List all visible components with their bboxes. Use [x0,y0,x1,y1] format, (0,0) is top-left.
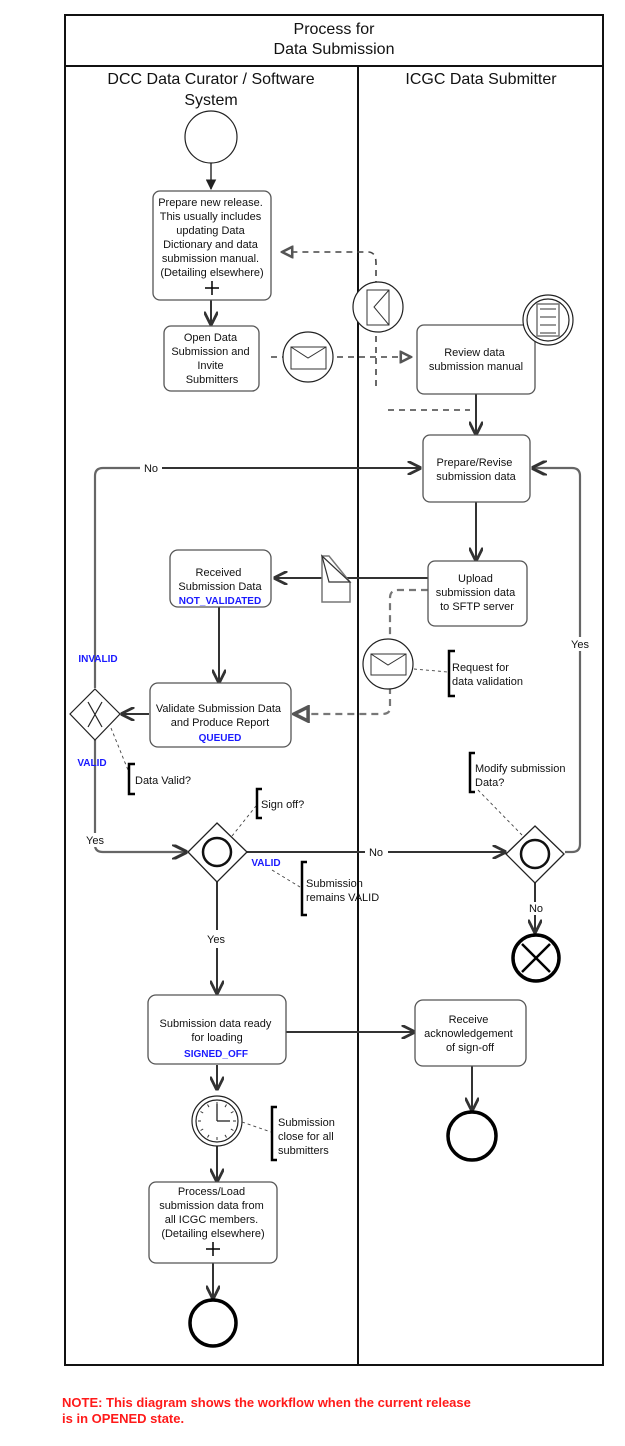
terminate-end-event [511,933,561,983]
label-valid-signoff: VALID [251,858,280,869]
pool-title-line2: Data Submission [274,41,395,58]
lane-submitter-label: ICGC Data Submitter [405,71,557,88]
end-event-dcc [188,1298,238,1348]
annotation-submission-close-text: Submission close for all submitters [278,1117,338,1157]
annotation-submission-close: Submission close for all submitters [241,1105,338,1162]
task-receive-ack[interactable]: Receive acknowledgement of sign-off [414,999,527,1067]
document-event [522,294,574,346]
clock-tick [230,1111,234,1114]
label-no-mid: No [369,847,383,859]
task-review-manual-label: Review data submission manual [429,347,523,373]
status-queued: QUEUED [199,733,242,744]
status-not-validated: NOT_VALIDATED [179,596,261,607]
data-object [320,554,352,603]
msgflow-upload-request-b [294,687,392,714]
flow-valid-to-signoff [93,740,186,852]
task-process-load-label: Process/Load submission data from all IC… [159,1186,267,1240]
task-prepare-release-label: Prepare new release. This usually includ… [158,197,266,279]
message-throw-event [352,281,404,333]
clock-tick [224,1104,227,1108]
document-list-icon [536,303,560,337]
clock-tick [224,1134,227,1138]
task-validate-label: Validate Submission Data and Produce Rep… [156,703,284,729]
label-no-top: No [144,463,158,475]
clock-tick [207,1134,210,1138]
label-no-down: No [529,903,543,915]
annotation-modify-data: Modify submission Data? [468,751,569,836]
label-bg [83,833,107,847]
annotation-request-validation-text: Request for data validation [452,662,523,688]
task-open-submission-label: Open Data Submission and Invite Submitte… [171,332,252,386]
task-received[interactable]: Received Submission Data NOT_VALIDATED [169,549,272,608]
task-prepare-revise[interactable]: Prepare/Revise submission data [422,434,531,503]
envelope-icon [370,653,407,676]
lane-dcc-label-line2: System [184,92,237,109]
task-upload[interactable]: Upload submission data to SFTP server [427,560,528,627]
task-prepare-release[interactable]: Prepare new release. This usually includ… [152,190,272,301]
label-yes-right: Yes [571,639,589,651]
flow-yes-modify [533,468,582,854]
event-gateway-modify [505,825,565,884]
timer-event [191,1095,243,1147]
footer-note: NOTE: This diagram shows the workflow wh… [62,1395,475,1426]
x-circle-icon [521,943,551,973]
subprocess-plus-icon [205,281,219,295]
event-gateway-icon [201,836,233,868]
annotation-data-valid: Data Valid? [110,727,191,796]
clock-tick [200,1111,204,1114]
flow-invalid-branch [93,466,140,688]
task-review-manual[interactable]: Review data submission manual [416,324,536,395]
label-bg [569,637,591,651]
start-event [184,110,238,164]
clock-tick [207,1104,210,1108]
annotation-remains-valid-text: Submission remains VALID [306,878,379,904]
task-prepare-revise-label: Prepare/Revise submission data [436,457,516,483]
task-open-submission[interactable]: Open Data Submission and Invite Submitte… [163,325,260,392]
clock-icon [198,1102,236,1140]
task-ready-loading-label: Submission data ready for loading [160,1018,275,1044]
x-gateway-icon [87,701,103,728]
task-validate[interactable]: Validate Submission Data and Produce Rep… [149,682,292,748]
task-received-label: Received Submission Data [178,567,262,593]
event-gateway-sign-off [187,822,248,883]
msgflow-upload-request-a [388,588,428,640]
annotation-sign-off-text: Sign off? [261,799,304,811]
task-process-load[interactable]: Process/Load submission data from all IC… [148,1181,278,1264]
end-event-submitter [446,1110,498,1162]
msgflow-manual-feedback [282,252,377,386]
pool-border [64,14,604,1366]
annotation-modify-data-text: Modify submission Data? [475,763,569,789]
lane-dcc-label-line1: DCC Data Curator / Software [107,71,314,88]
exclusive-gateway-data-valid [69,688,121,741]
annotation-remains-valid: Submission remains VALID [271,860,379,917]
pool-title-line1: Process for [294,21,376,38]
pool: Process for Data Submission DCC Data Cur… [64,14,604,1366]
event-gateway-icon [519,838,551,870]
task-ready-loading[interactable]: Submission data ready for loading SIGNED… [147,994,287,1065]
label-invalid: INVALID [78,654,117,665]
annotation-sign-off: Sign off? [231,787,304,837]
task-receive-ack-label: Receive acknowledgement of sign-off [424,1014,516,1054]
label-yes-left: Yes [86,835,104,847]
envelope-icon [290,346,327,370]
clock-tick [200,1128,204,1131]
label-yes-down: Yes [207,934,225,946]
status-signed-off: SIGNED_OFF [184,1049,248,1060]
message-event-invite [282,331,334,383]
clock-tick [230,1128,234,1131]
annotation-request-validation: Request for data validation [413,649,523,698]
label-valid-left: VALID [77,758,106,769]
envelope-rotated-icon [366,289,390,326]
subprocess-plus-icon [206,1242,220,1256]
task-upload-label: Upload submission data to SFTP server [436,573,519,613]
message-event-validation-request [362,638,414,690]
annotation-data-valid-text: Data Valid? [135,775,191,787]
